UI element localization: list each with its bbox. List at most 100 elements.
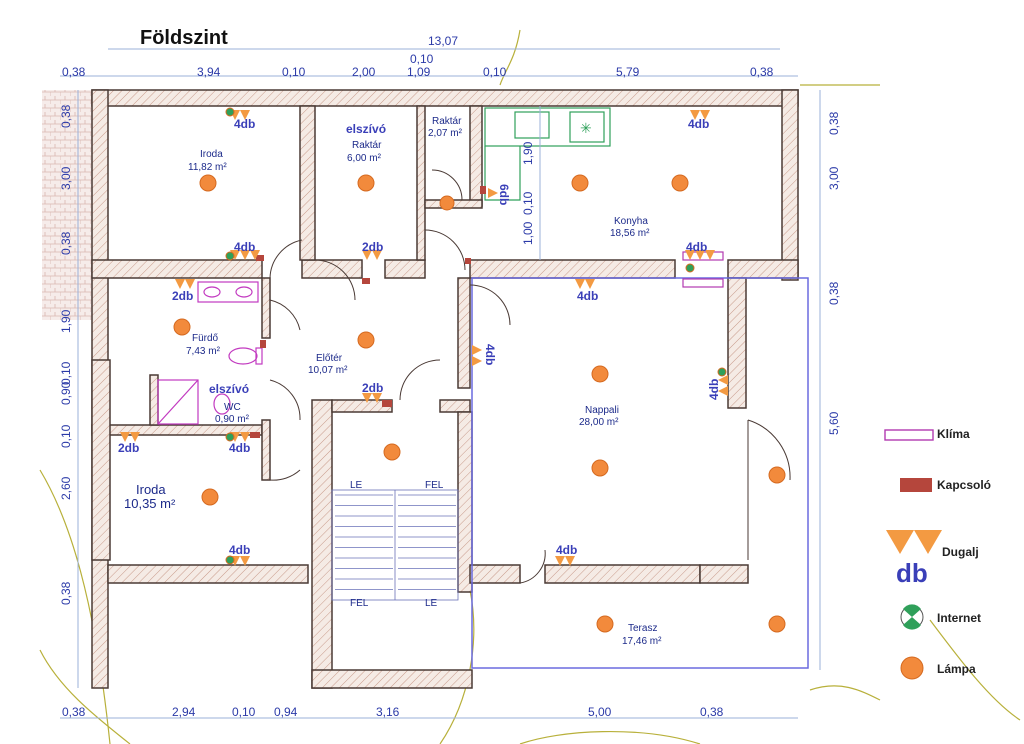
dimension-label: 3,00: [827, 166, 841, 190]
dimension-label: 0,10: [232, 705, 256, 719]
legend-lampa: Lámpa: [937, 662, 976, 676]
dimension-label: 0,10: [59, 361, 73, 385]
room-name-iroda: Iroda: [200, 149, 223, 160]
socket-count: 4db: [577, 289, 598, 303]
dimension-label: 1,90: [59, 309, 73, 333]
doors: [269, 169, 791, 584]
lamps: [173, 174, 786, 633]
stair-label-fel-1: FEL: [425, 480, 444, 491]
walls: [91, 89, 799, 689]
dimension-label: 0,38: [750, 65, 774, 79]
socket-count: 4db: [707, 379, 721, 400]
stair-label-le-1: LE: [350, 480, 363, 491]
paving: [42, 90, 92, 320]
bathroom-fixtures: [157, 281, 263, 425]
socket-count: 4db: [229, 441, 250, 455]
dimension-label: 3,16: [376, 705, 400, 719]
dimension-label: 2,60: [59, 476, 73, 500]
socket-count: 4db: [686, 240, 707, 254]
room-area-iroda-2: 10,35 m²: [124, 496, 176, 511]
legend-db: db: [896, 558, 928, 588]
room-name-raktar: Raktár: [352, 140, 382, 151]
room-area-furdo: 7,43 m²: [186, 346, 221, 357]
dimension-label: 2,94: [172, 705, 196, 719]
room-area-iroda: 11,82 m²: [188, 162, 227, 173]
extractor-label-wc: elszívó: [209, 382, 249, 396]
dimension-label: 0,94: [274, 705, 298, 719]
dimension-label: 0,38: [59, 581, 73, 605]
dimension-label: 0,10: [59, 424, 73, 448]
room-name-raktar-small: Raktár: [432, 116, 462, 127]
socket-count: 2db: [362, 381, 383, 395]
dimension-label: 3,00: [59, 166, 73, 190]
socket-symbols: [120, 110, 728, 566]
terrace-outline: [471, 277, 809, 669]
internet-markers: [225, 107, 727, 565]
extractor-label: elszívó: [346, 122, 386, 136]
stair-label-fel-2: FEL: [350, 598, 369, 609]
room-name-wc: WC: [224, 402, 241, 413]
dim-mid: 0,10: [410, 52, 434, 66]
dimension-label: 1,09: [407, 65, 431, 79]
left-dimensions: 0,383,000,381,900,100,900,102,600,38: [59, 104, 73, 605]
dimension-label: 5,79: [616, 65, 640, 79]
dimension-lines: [60, 48, 821, 719]
socket-count: 4db: [234, 117, 255, 131]
dimension-label: 0,38: [59, 231, 73, 255]
room-area-wc: 0,90 m²: [215, 414, 250, 425]
socket-count: 4db: [483, 344, 497, 365]
legend-kapcsolo: Kapcsoló: [937, 478, 991, 492]
terrain-contours: [39, 29, 1021, 744]
dimension-label: 0,10: [282, 65, 306, 79]
legend-dugalj: Dugalj: [942, 545, 979, 559]
legend: Klíma Kapcsoló Dugalj db Internet Lámpa: [884, 427, 991, 680]
dimension-label: 0,38: [62, 705, 86, 719]
dimension-label: 5,60: [827, 411, 841, 435]
room-name-iroda-2: Iroda: [136, 482, 166, 497]
stair-label-le-2: LE: [425, 598, 438, 609]
room-area-eloter: 10,07 m²: [308, 365, 348, 376]
socket-count: 4db: [688, 117, 709, 131]
legend-klima: Klíma: [937, 427, 970, 441]
dimension-label: 0,90: [59, 381, 73, 405]
dimension-label: 0,38: [700, 705, 724, 719]
inner-dimensions: 1,900,101,00: [521, 141, 535, 245]
dim-total: 13,07: [428, 34, 458, 48]
room-name-terasz: Terasz: [628, 623, 657, 634]
socket-count: 6db: [497, 184, 511, 205]
dimension-label: 0,38: [827, 281, 841, 305]
room-area-raktar: 6,00 m²: [347, 153, 382, 164]
room-area-raktar-small: 2,07 m²: [428, 128, 463, 139]
switch-legend-icon: [900, 478, 932, 492]
room-area-terasz: 17,46 m²: [622, 636, 662, 647]
page-title: Földszint: [140, 27, 228, 49]
staircase: [331, 489, 459, 601]
socket-legend-icon: [886, 530, 942, 554]
dimension-label: 0,38: [62, 65, 86, 79]
internet-legend-icon: [900, 604, 924, 630]
room-name-nappali: Nappali: [585, 405, 619, 416]
socket-count: 2db: [172, 289, 193, 303]
socket-count: 2db: [118, 441, 139, 455]
room-area-konyha: 18,56 m²: [610, 228, 650, 239]
lamp-legend-icon: [900, 656, 924, 680]
socket-count: 2db: [362, 240, 383, 254]
legend-internet: Internet: [937, 611, 981, 625]
room-area-nappali: 28,00 m²: [579, 417, 619, 428]
socket-count: 4db: [229, 543, 250, 557]
socket-count: 4db: [234, 240, 255, 254]
dimension-label: 0,38: [827, 111, 841, 135]
dimension-label: 1,00: [521, 221, 535, 245]
klima-legend-icon: [884, 429, 934, 441]
switches: [250, 186, 486, 438]
right-dimensions: 0,38 3,00 0,38 5,60: [827, 111, 841, 435]
dimension-label: 2,00: [352, 65, 376, 79]
dimension-label: 0,38: [59, 104, 73, 128]
room-name-furdo: Fürdő: [192, 333, 219, 344]
stove-icon: ✳: [580, 120, 592, 136]
kitchen-counter: [484, 107, 611, 201]
dimension-label: 0,10: [521, 191, 535, 215]
